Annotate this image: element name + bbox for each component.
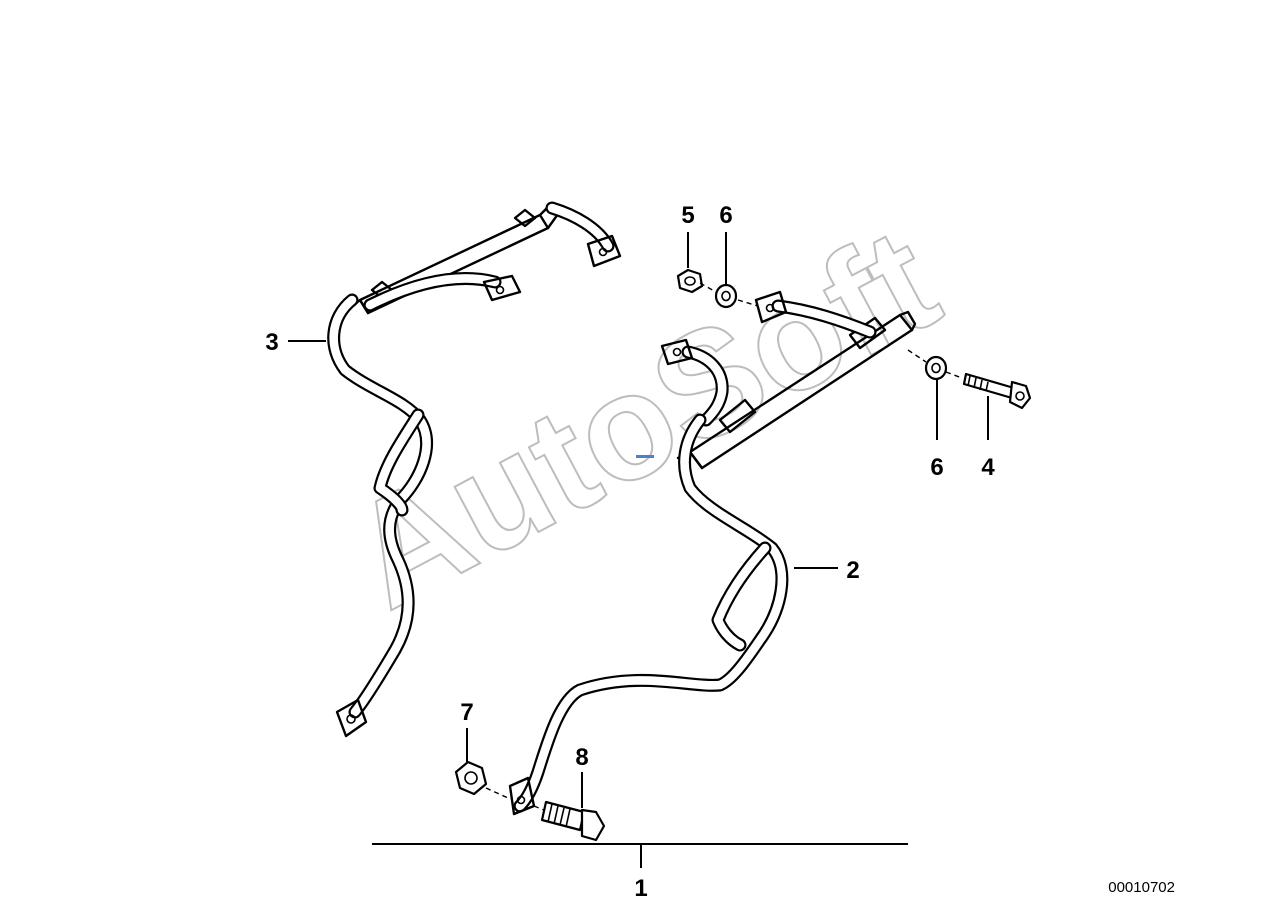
callout-1: 1	[634, 875, 647, 902]
callout-2: 2	[846, 557, 859, 584]
assembly-line-right	[907, 349, 963, 379]
document-id: 00010702	[1108, 879, 1175, 896]
callout-6-right: 6	[930, 454, 943, 481]
bolt-part-4	[962, 372, 1032, 410]
callout-7: 7	[460, 699, 473, 726]
callout-6-top: 6	[719, 202, 732, 229]
washer-part-6-top	[714, 283, 738, 309]
washer-part-6-right	[924, 355, 948, 381]
hex-nut-part-7	[454, 760, 488, 796]
callout-8: 8	[575, 744, 588, 771]
callout-4: 4	[981, 454, 995, 481]
callout-3: 3	[265, 329, 278, 356]
bolt-part-8	[540, 800, 606, 842]
marker-dash	[636, 455, 654, 458]
hex-nut-part-5	[676, 268, 704, 294]
assembly-line-top	[699, 282, 759, 307]
right-bracket-part-2	[508, 290, 917, 816]
assembly-line-bottom	[485, 787, 545, 811]
left-bracket-part-3	[327, 201, 622, 738]
callout-5: 5	[681, 202, 694, 229]
